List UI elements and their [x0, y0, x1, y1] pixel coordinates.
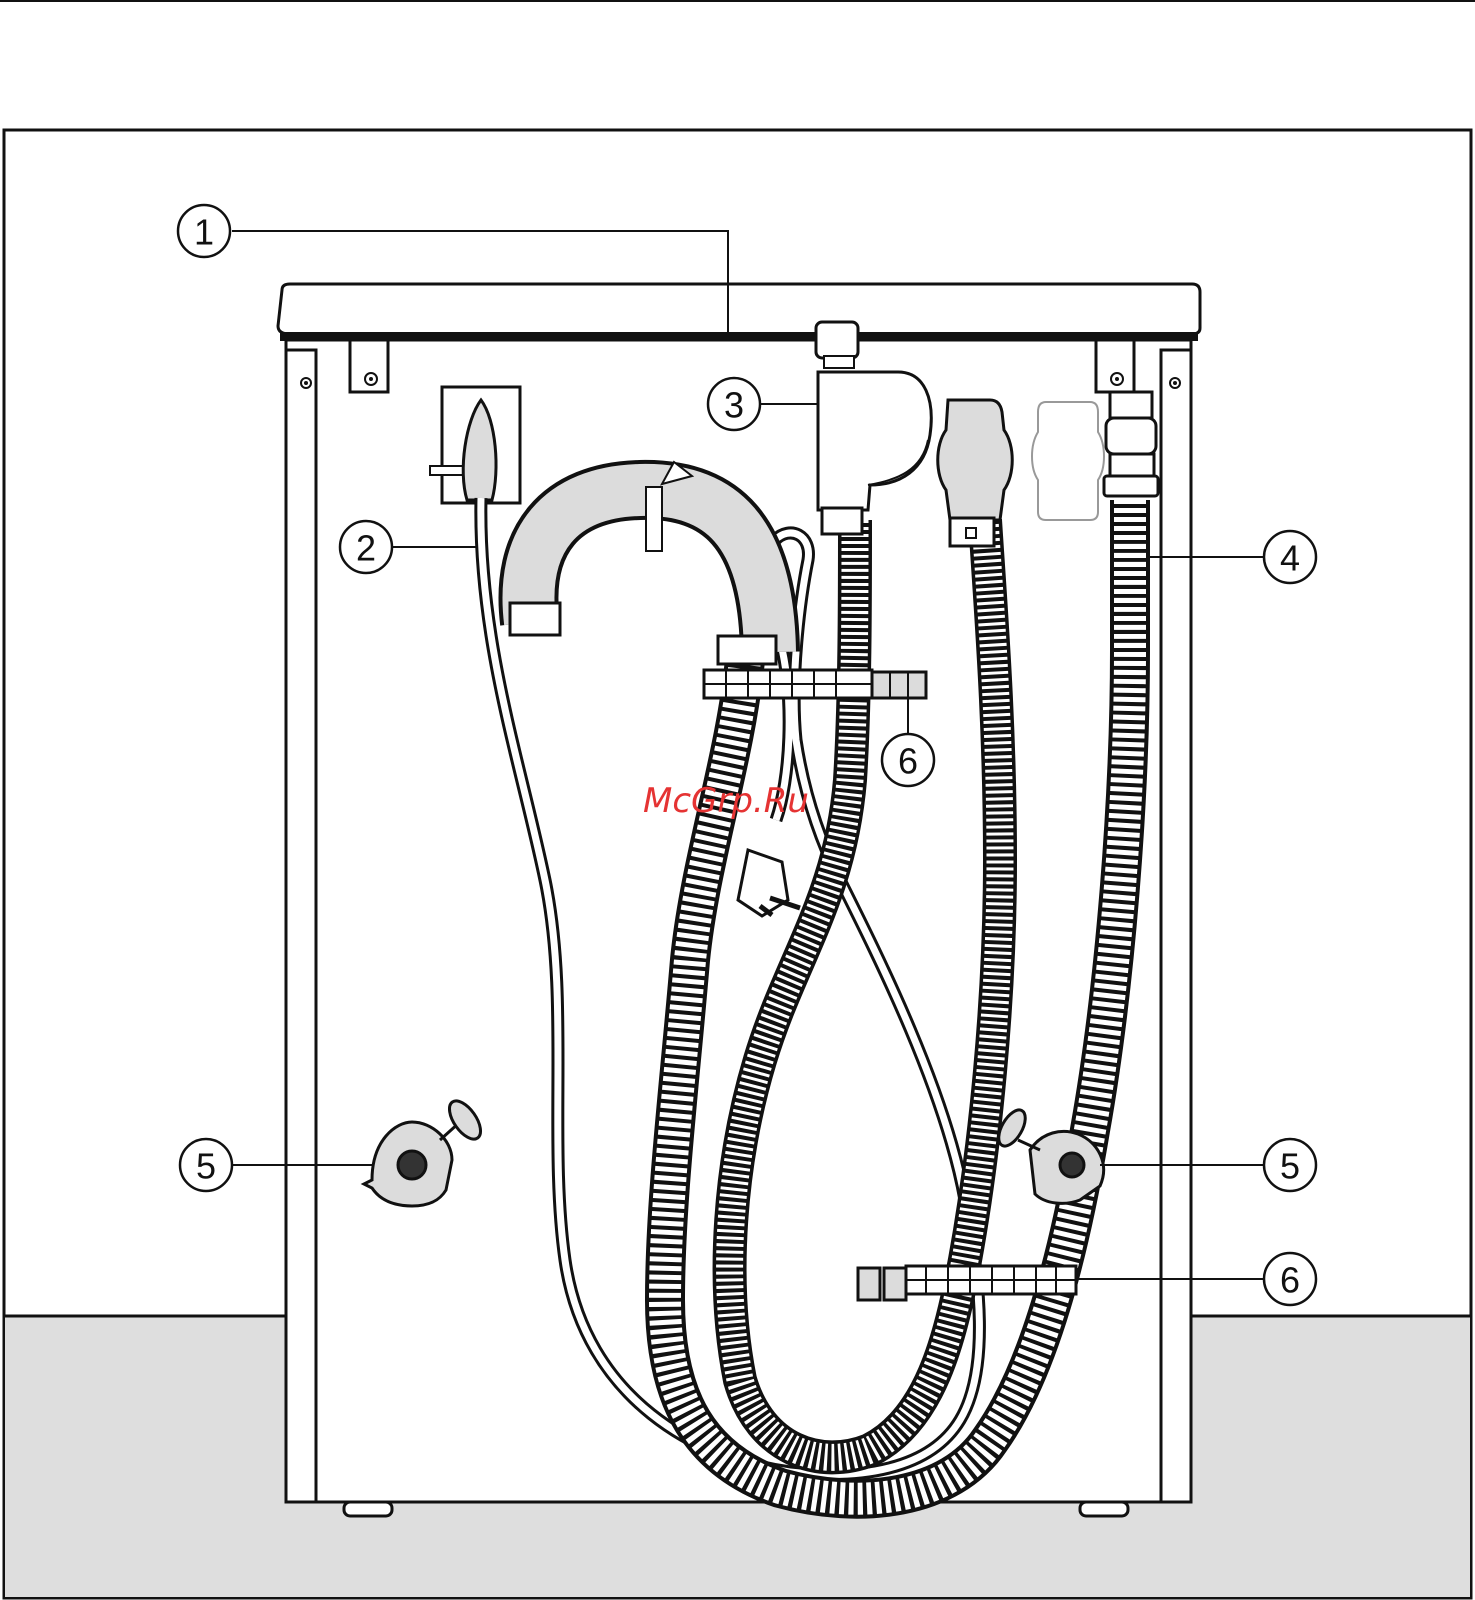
lid-bracket-left [350, 340, 388, 392]
left-side-panel [286, 350, 316, 1502]
callout-5-right: 5 [1264, 1139, 1316, 1191]
worktop-lid [278, 284, 1200, 341]
right-side-panel [1161, 350, 1191, 1502]
foot-left [344, 1502, 392, 1516]
callout-6-upper: 6 [882, 734, 934, 786]
svg-text:3: 3 [724, 385, 744, 426]
callout-6-lower: 6 [1264, 1253, 1316, 1305]
svg-text:1: 1 [194, 212, 214, 253]
callout-1: 1 [178, 205, 230, 257]
foot-right [1080, 1502, 1128, 1516]
svg-text:5: 5 [1280, 1146, 1300, 1187]
hose-clip-lower [858, 1266, 1076, 1300]
hose-coupling [1104, 392, 1158, 496]
callout-2: 2 [340, 521, 392, 573]
svg-text:2: 2 [356, 528, 376, 569]
hose-clip-upper [704, 670, 926, 698]
svg-text:5: 5 [196, 1146, 216, 1187]
callout-4: 4 [1264, 531, 1316, 583]
svg-text:6: 6 [1280, 1260, 1300, 1301]
watermark: McGrp.Ru [643, 781, 809, 821]
svg-text:6: 6 [898, 741, 918, 782]
callout-3: 3 [708, 378, 760, 430]
callout-5-left: 5 [180, 1139, 232, 1191]
lid-bracket-right [1096, 340, 1134, 392]
svg-text:4: 4 [1280, 538, 1300, 579]
